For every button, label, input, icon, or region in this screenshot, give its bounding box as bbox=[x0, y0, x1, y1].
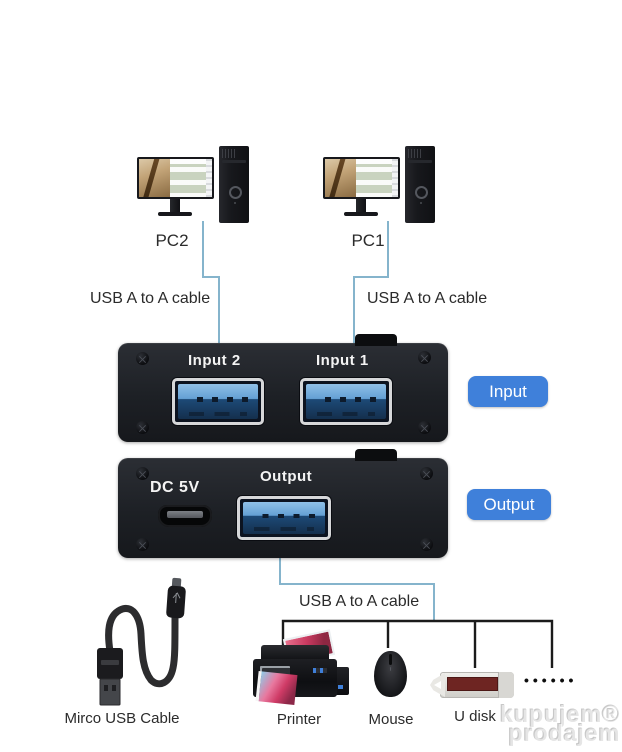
usb-port-input2 bbox=[172, 378, 264, 425]
pc2-tower-logo-icon bbox=[229, 186, 242, 204]
usb-receptacle bbox=[178, 384, 258, 419]
pc1-illustration bbox=[323, 146, 435, 224]
pc1-label: PC1 bbox=[351, 231, 385, 250]
printer-output-paper bbox=[255, 671, 298, 705]
switch-button-bump bbox=[355, 449, 397, 461]
usb-a-connector-band bbox=[101, 660, 119, 665]
udisk-cap bbox=[498, 672, 514, 698]
cable-wire bbox=[105, 605, 179, 688]
pc2-tower bbox=[219, 146, 249, 223]
pc1-cable-line bbox=[353, 221, 389, 346]
pc1-stand-base bbox=[344, 212, 378, 216]
dc5v-label: DC 5V bbox=[150, 479, 200, 496]
usb-receptacle bbox=[306, 384, 386, 419]
more-devices-ellipsis: •••••• bbox=[524, 672, 578, 688]
output-port-label: Output bbox=[260, 468, 313, 485]
watermark: kupujem® prodajem bbox=[499, 700, 620, 748]
printer-label: Printer bbox=[276, 711, 322, 728]
pc1-stand bbox=[356, 199, 366, 212]
micro-cable-label: Mirco USB Cable bbox=[64, 710, 180, 727]
input-switch-box: Input 2 Input 1 bbox=[118, 334, 448, 442]
pc2-monitor bbox=[137, 157, 214, 199]
pc2-screen-sidebar bbox=[206, 159, 212, 197]
screw-icon bbox=[136, 352, 149, 365]
usb-a-slot bbox=[104, 685, 108, 691]
cable-label-output: USB A to A cable bbox=[299, 593, 420, 610]
pc2-screen-panel bbox=[169, 159, 207, 197]
switch-button-bump bbox=[355, 334, 397, 346]
usb-a-slot bbox=[112, 685, 116, 691]
cable-label-right: USB A to A cable bbox=[367, 290, 488, 307]
pc2-stand-base bbox=[158, 212, 192, 216]
screw-icon bbox=[136, 538, 149, 551]
screw-icon bbox=[420, 538, 433, 551]
pc1-screen-photo bbox=[325, 159, 356, 197]
pc2-screen bbox=[139, 159, 212, 197]
watermark-line1: kupujem® bbox=[499, 700, 620, 728]
watermark-line2: prodajem bbox=[507, 720, 620, 748]
udisk-label: U disk bbox=[454, 708, 496, 725]
usb-receptacle bbox=[243, 502, 325, 534]
cable-label-left: USB A to A cable bbox=[90, 290, 211, 307]
pc1-screen bbox=[325, 159, 398, 197]
pc2-label: PC2 bbox=[155, 231, 189, 250]
udisk-sticker bbox=[447, 677, 498, 691]
pc1-tower bbox=[405, 146, 435, 223]
screw-icon bbox=[136, 421, 149, 434]
udisk-illustration bbox=[430, 672, 514, 698]
pc2-cable-line bbox=[202, 221, 220, 346]
micro-usb-port bbox=[158, 505, 212, 527]
screw-icon bbox=[418, 421, 431, 434]
usb-port-output bbox=[237, 496, 331, 540]
input2-port-label: Input 2 bbox=[188, 352, 241, 369]
usb-a-metal-shield bbox=[99, 678, 121, 706]
input-badge: Input bbox=[468, 376, 548, 407]
pc1-screen-panel bbox=[355, 159, 393, 197]
output-box: DC 5V Output bbox=[118, 449, 448, 558]
screw-icon bbox=[136, 467, 149, 480]
mouse-illustration bbox=[374, 651, 407, 697]
pc1-tower-logo-icon bbox=[415, 186, 428, 204]
usb-port-input1 bbox=[300, 378, 392, 425]
input1-port-label: Input 1 bbox=[316, 352, 369, 369]
pc1-screen-sidebar bbox=[392, 159, 398, 197]
output-cable-line bbox=[279, 556, 435, 621]
output-badge: Output bbox=[467, 489, 551, 520]
pc1-monitor bbox=[323, 157, 400, 199]
screw-icon bbox=[420, 467, 433, 480]
printer-illustration bbox=[249, 629, 349, 709]
screw-icon bbox=[418, 351, 431, 364]
udisk-lanyard-hole bbox=[434, 681, 441, 689]
pc2-stand bbox=[170, 199, 180, 212]
peripheral-bus-line bbox=[281, 619, 554, 668]
printer-top-unit bbox=[261, 645, 329, 661]
pc2-illustration bbox=[137, 146, 249, 224]
pc2-screen-photo bbox=[139, 159, 170, 197]
mouse-label: Mouse bbox=[368, 711, 414, 728]
usb-trident-icon bbox=[172, 592, 181, 604]
